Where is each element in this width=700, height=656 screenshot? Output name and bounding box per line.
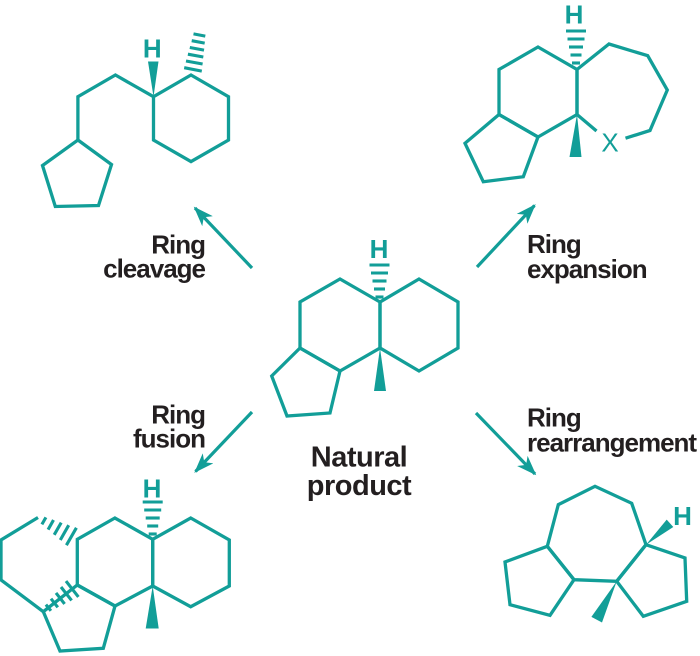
label-line-1: Ring	[527, 403, 581, 433]
cyclopentane-ring	[614, 542, 689, 619]
cyclohexane-ring	[151, 516, 231, 609]
stereo-h-label: H	[143, 474, 162, 504]
label-line-1: Natural	[311, 442, 407, 474]
h-wedge-bond	[646, 519, 674, 545]
seven-membered-ring	[545, 484, 648, 583]
methyl-wedge-bond	[591, 581, 617, 623]
methyl-wedge-bond	[374, 348, 386, 391]
cyclopentane-ring	[462, 112, 541, 184]
stereo-h-label: H	[143, 34, 162, 64]
natural-product-label: Natural product	[307, 442, 413, 503]
label-line-1: Ring	[151, 400, 205, 430]
stereo-h-label: H	[673, 501, 692, 531]
hashed-fusion-bond	[40, 516, 78, 546]
label-line-1: Ring	[527, 229, 581, 259]
label-line-2: expansion	[527, 254, 647, 284]
ring-fusion-arrow	[194, 410, 254, 473]
transformation-arrows	[193, 204, 537, 476]
ring-expansion-arrow	[475, 204, 536, 269]
fused-ring-backbone	[0, 516, 45, 614]
cyclopentane-ring	[41, 583, 117, 653]
labels: Ring cleavage Ring expansion Ring fusion…	[103, 229, 698, 503]
stereo-h-label: H	[565, 0, 584, 30]
cyclohexane-ring	[378, 277, 460, 373]
methyl-wedge-bond	[569, 114, 582, 157]
h-wedge-bond	[148, 61, 159, 97]
ring-fusion-label: Ring fusion	[133, 400, 206, 454]
stereo-h-label: H	[370, 234, 389, 264]
label-line-2: product	[307, 470, 412, 502]
hashed-methyl-bond	[183, 32, 206, 73]
hashed-h-bond	[369, 263, 390, 299]
cyclopentane-ring	[503, 544, 577, 618]
hashed-h-bond	[142, 500, 163, 536]
ring-rearrangement-label: Ring rearrangement	[527, 403, 698, 458]
hashed-h-bond	[566, 29, 586, 65]
label-line-2: rearrangement	[527, 428, 697, 458]
ring-rearrangement-arrow	[474, 411, 537, 476]
label-line-2: fusion	[133, 424, 205, 454]
ring-expansion-structure: H X	[462, 0, 670, 184]
methyl-wedge-bond	[145, 586, 159, 629]
ring-rearrangement-structure: H	[503, 484, 692, 623]
ring-fusion-structure: H	[0, 474, 231, 653]
cyclopentane-ring	[40, 137, 114, 209]
ring-cleavage-label: Ring cleavage	[103, 230, 206, 284]
cyclopentane-ring	[269, 345, 342, 418]
heteroatom-x-label: X	[601, 128, 618, 158]
opened-chain-bond	[76, 73, 155, 140]
hashed-fusion-bond	[44, 580, 80, 612]
ring-cleavage-arrow	[193, 206, 254, 270]
label-line-2: cleavage	[103, 254, 205, 284]
cyclohexane-ring	[151, 73, 231, 164]
cyclohexane-ring	[298, 277, 382, 373]
ring-expansion-label: Ring expansion	[527, 229, 648, 284]
seven-membered-ring-with-x	[575, 42, 670, 140]
cyclohexane-ring	[497, 45, 579, 139]
label-line-1: Ring	[151, 230, 205, 260]
ring-cleavage-structure: H	[40, 32, 231, 209]
natural-product-structure: H	[269, 234, 460, 418]
